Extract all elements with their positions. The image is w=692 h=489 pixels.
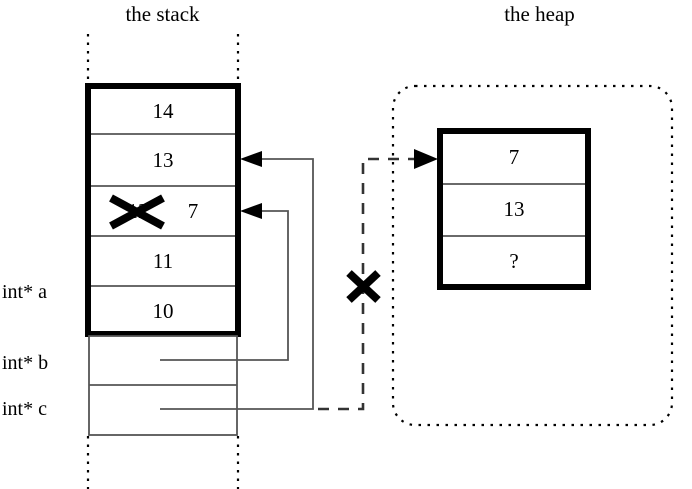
x-mark-stale-pointer-icon xyxy=(346,270,381,303)
stack-title: the stack xyxy=(125,2,200,26)
stack-frame-block xyxy=(85,83,241,337)
x-mark-old-value-icon xyxy=(109,194,165,230)
heap-region-outline xyxy=(391,84,674,427)
stack-cell-value-0: 14 xyxy=(152,99,174,123)
variable-label-b: int* b xyxy=(2,352,49,374)
heap-cell-value-2: ? xyxy=(509,249,519,273)
heap-cell-value-1: 13 xyxy=(503,197,525,221)
stack-cell-value-2-new: 7 xyxy=(187,199,199,223)
stack-cell-value-2-old: 12 xyxy=(127,199,149,223)
pointer-b-arrow xyxy=(160,203,289,361)
stack-cell-value-4: 10 xyxy=(152,299,174,323)
heap-title: the heap xyxy=(504,2,575,26)
variable-label-c: int* c xyxy=(2,398,47,420)
variable-label-a: int* a xyxy=(2,281,47,303)
stale-heap-pointer-dashed xyxy=(318,149,438,411)
pointer-c-arrow xyxy=(160,151,314,410)
stack-cell-value-1: 13 xyxy=(152,148,174,172)
stack-pointer-cells xyxy=(88,335,238,436)
heap-cell-value-0: 7 xyxy=(508,145,520,169)
heap-block xyxy=(437,128,591,290)
stack-cell-value-3: 11 xyxy=(152,249,174,273)
stack-extent-guides xyxy=(86,34,240,489)
